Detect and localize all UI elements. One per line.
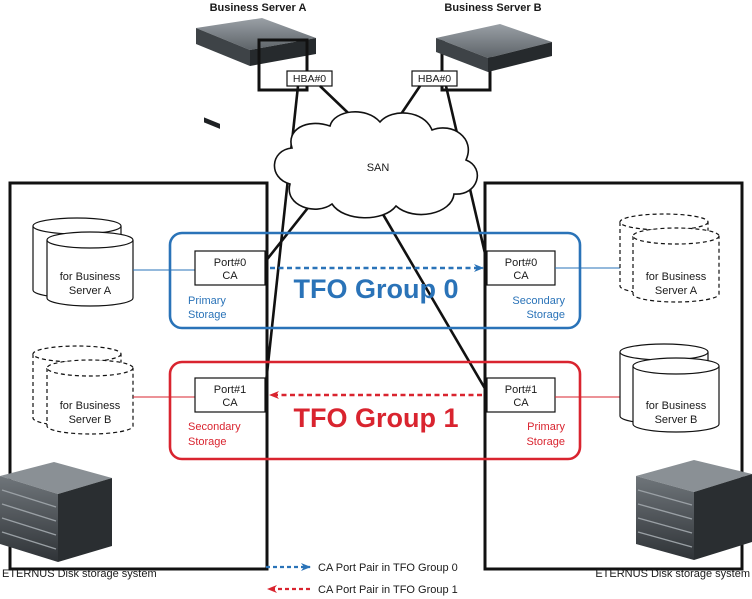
left-volume-b-line1: for Business — [60, 400, 121, 412]
server-a-icon — [196, 18, 316, 129]
left-port1-role-2: Storage — [188, 436, 227, 448]
tfo-group-0-box — [168, 231, 582, 330]
left-port1: Port#1 CA — [194, 377, 266, 413]
right-volume-b-line1: for Business — [646, 400, 707, 412]
server-a-hba-label: HBA#0 — [293, 73, 326, 85]
storage-left-frame — [8, 181, 269, 571]
left-volume-server-b — [32, 345, 134, 435]
right-port1-label: Port#1 — [505, 384, 537, 396]
left-port1-role-1: Secondary — [188, 421, 241, 433]
right-port0: Port#0 CA — [486, 250, 556, 286]
business-server-a: Business Server A HBA#0 — [196, 2, 333, 129]
right-storage-caption: ETERNUS Disk storage system — [595, 568, 750, 580]
business-server-b-title: Business Server B — [444, 2, 541, 14]
left-storage-caption: ETERNUS Disk storage system — [2, 568, 157, 580]
server-b-hba-label: HBA#0 — [418, 73, 451, 85]
left-port1-label: Port#1 — [214, 384, 246, 396]
tfo-group-1-label: TFO Group 1 — [294, 403, 459, 433]
business-server-b: Business Server B HBA#0 — [411, 2, 552, 92]
tfo-group-1-box — [168, 360, 582, 461]
right-port0-role-2: Storage — [526, 309, 565, 321]
right-port0-role-1: Secondary — [512, 295, 565, 307]
left-port0-ca: CA — [222, 270, 238, 282]
left-volume-a-line2: Server A — [69, 285, 112, 297]
left-storage-device-icon — [0, 462, 112, 562]
legend: CA Port Pair in TFO Group 0 CA Port Pair… — [266, 562, 458, 596]
right-storage-device-icon — [636, 460, 752, 560]
left-port0: Port#0 CA — [194, 250, 266, 286]
left-port0-role-2: Storage — [188, 309, 227, 321]
right-volume-server-b: for Business Server B — [619, 343, 720, 433]
right-port1: Port#1 CA — [486, 377, 556, 413]
business-server-a-title: Business Server A — [210, 2, 307, 14]
left-port1-ca: CA — [222, 397, 238, 409]
storage-right-frame — [483, 181, 744, 571]
server-a-frame — [257, 38, 309, 92]
san-label: SAN — [367, 162, 390, 174]
right-volume-server-a — [619, 213, 720, 303]
legend-group1-label: CA Port Pair in TFO Group 1 — [318, 584, 458, 596]
tfo-group-0-label: TFO Group 0 — [294, 274, 459, 304]
right-volume-b-line2: Server B — [655, 414, 698, 426]
right-volume-a-line1: for Business — [646, 271, 707, 283]
left-port0-role-1: Primary — [188, 295, 226, 307]
right-port1-role-2: Storage — [526, 436, 565, 448]
left-volume-b-line2: Server B — [69, 414, 112, 426]
right-port1-role-1: Primary — [527, 421, 565, 433]
server-a-hba — [286, 70, 333, 87]
right-port1-ca: CA — [513, 397, 529, 409]
server-b-hba — [411, 70, 458, 87]
right-port0-label: Port#0 — [505, 257, 537, 269]
right-volume-a-line2: Server A — [655, 285, 698, 297]
left-port0-label: Port#0 — [214, 257, 246, 269]
left-volume-server-a: for Business Server A — [32, 217, 134, 307]
san-cloud: SAN — [273, 111, 478, 219]
left-volume-a-line1: for Business — [60, 271, 121, 283]
right-port0-ca: CA — [513, 270, 529, 282]
legend-group0-label: CA Port Pair in TFO Group 0 — [318, 562, 458, 574]
server-b-icon — [436, 24, 552, 72]
